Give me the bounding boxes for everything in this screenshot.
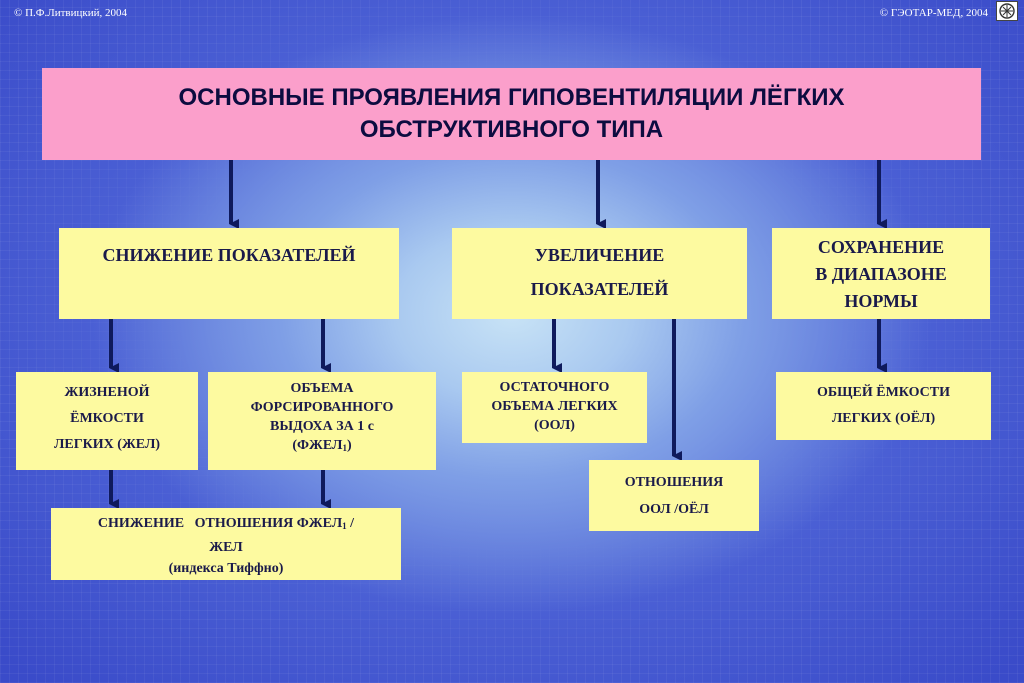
item-fev-line-3: ВЫДОХА ЗА 1 с [270,419,374,434]
publisher-logo-icon[interactable] [996,1,1018,21]
item-vc-line-3: ЛЕГКИХ (ЖЕЛ) [53,437,161,452]
category-normal: СОХРАНЕНИЕ В ДИАПАЗОНЕ НОРМЫ [772,228,990,319]
item-fev-line-4-post: ) [346,438,352,453]
item-vc-line-2: ЁМКОСТИ [70,411,144,426]
item-tiffeneau-index: СНИЖЕНИЕ ОТНОШЕНИЯ ФЖЕЛ1 / ЖЕЛ (индекса … [51,508,401,580]
item-rv-tlc-ratio: ОТНОШЕНИЯ ООЛ /ОЁЛ [589,460,759,531]
item-tiffeneau-line-1-pre: СНИЖЕНИЕ ОТНОШЕНИЯ ФЖЕЛ [97,516,343,531]
category-normal-line-3: НОРМЫ [844,291,918,311]
item-fev-line-2: ФОРСИРОВАННОГО [250,400,394,415]
item-ratio-line-2: ООЛ /ОЁЛ [639,502,709,517]
copyright-left: © П.Ф.Литвицкий, 2004 [14,7,127,19]
item-rv-line-3: (ООЛ) [534,418,575,433]
diagram-title: ОСНОВНЫЕ ПРОЯВЛЕНИЯ ГИПОВЕНТИЛЯЦИИ ЛЁГКИ… [42,68,981,160]
item-fev-line-4-sub: 1 [342,443,347,453]
title-line-2: ОБСТРУКТИВНОГО ТИПА [359,116,664,143]
category-increase: УВЕЛИЧЕНИЕ ПОКАЗАТЕЛЕЙ [452,228,747,319]
item-vital-capacity: ЖИЗНЕНОЙ ЁМКОСТИ ЛЕГКИХ (ЖЕЛ) [16,372,198,470]
item-fev1: ОБЪЕМА ФОРСИРОВАННОГО ВЫДОХА ЗА 1 с (ФЖЕ… [208,372,436,470]
item-tiffeneau-line-1-sub: 1 [342,521,347,531]
category-decrease-label: СНИЖЕНИЕ ПОКАЗАТЕЛЕЙ [102,245,356,265]
item-fev-line-1: ОБЪЕМА [290,381,354,396]
item-fev-line-4: (ФЖЕЛ1) [208,436,436,458]
item-tiffeneau-line-1: СНИЖЕНИЕ ОТНОШЕНИЯ ФЖЕЛ1 / [51,513,401,537]
item-rv-line-1: ОСТАТОЧНОГО [499,380,610,395]
title-line-1: ОСНОВНЫЕ ПРОЯВЛЕНИЯ ГИПОВЕНТИЛЯЦИИ ЛЁГКИ… [178,84,845,111]
category-decrease: СНИЖЕНИЕ ПОКАЗАТЕЛЕЙ [59,228,399,319]
item-tlc-line-1: ОБЩЕЙ ЁМКОСТИ [817,385,950,400]
item-total-lung-capacity: ОБЩЕЙ ЁМКОСТИ ЛЕГКИХ (ОЁЛ) [776,372,991,440]
category-increase-line-1: УВЕЛИЧЕНИЕ [534,245,665,265]
item-rv-line-2: ОБЪЕМА ЛЕГКИХ [491,399,618,414]
category-normal-line-1: СОХРАНЕНИЕ [817,237,945,257]
item-tlc-line-2: ЛЕГКИХ (ОЁЛ) [831,411,936,426]
item-ratio-line-1: ОТНОШЕНИЯ [624,475,724,490]
item-vc-line-1: ЖИЗНЕНОЙ [64,385,150,400]
category-increase-line-2: ПОКАЗАТЕЛЕЙ [530,279,669,299]
item-tiffeneau-line-2: ЖЕЛ [209,540,243,555]
item-residual-volume: ОСТАТОЧНОГО ОБЪЕМА ЛЕГКИХ (ООЛ) [462,372,647,443]
category-normal-line-2: В ДИАПАЗОНЕ [815,264,947,284]
copyright-right: © ГЭОТАР-МЕД, 2004 [879,7,988,19]
item-tiffeneau-line-1-post: / [346,516,355,531]
item-tiffeneau-line-3: (индекса Тиффно) [168,561,284,576]
item-fev-line-4-pre: (ФЖЕЛ [292,438,343,453]
